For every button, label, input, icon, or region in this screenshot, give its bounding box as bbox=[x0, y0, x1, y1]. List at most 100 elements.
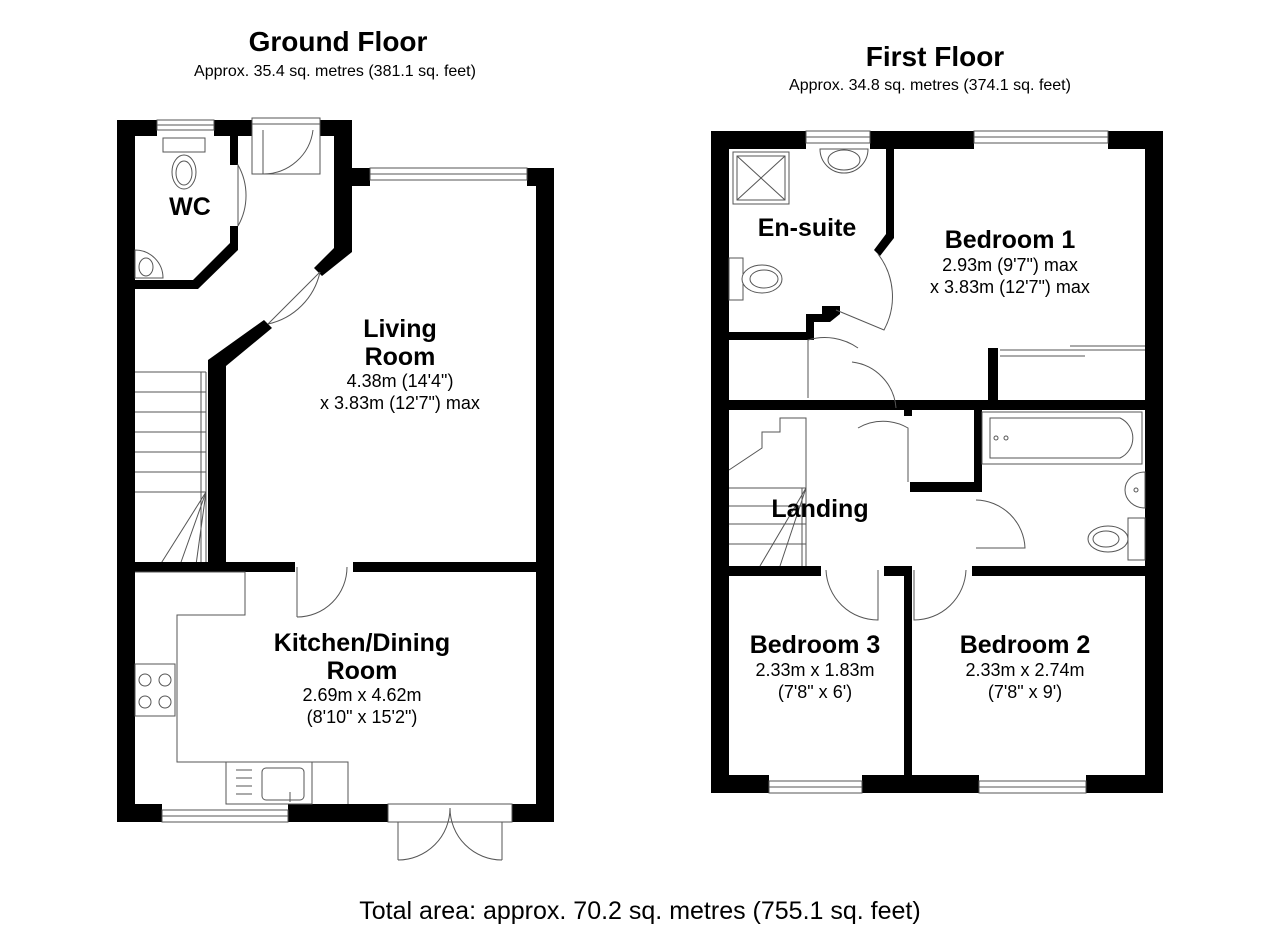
gf-living-door-swing bbox=[267, 271, 321, 325]
gf-wall-top-wc bbox=[117, 120, 157, 136]
bedroom3-dimensions: 2.33m x 1.83m (7'8" x 6') bbox=[730, 659, 900, 703]
living-room-name-line2: Room bbox=[364, 343, 436, 371]
bedroom3-label: Bedroom 3 bbox=[749, 631, 881, 659]
ff-bedrooms-wall-mid bbox=[884, 566, 912, 576]
gf-hall-wall-diagonal bbox=[314, 186, 352, 276]
wc-label: WC bbox=[169, 193, 211, 221]
ff-bedrooms-wall-right bbox=[972, 566, 1163, 576]
ff-bath bbox=[981, 411, 1143, 465]
ff-shower-tray bbox=[732, 151, 790, 205]
gf-kitchen-door bbox=[296, 566, 348, 618]
living-room-dim-line1: 4.38m (14'4") bbox=[346, 371, 454, 391]
first-floor-plan bbox=[711, 130, 1163, 794]
gf-living-wall-left bbox=[208, 320, 272, 565]
bedroom2-dim-line2: (7'8" x 9') bbox=[987, 682, 1063, 702]
bedroom2-label: Bedroom 2 bbox=[959, 631, 1091, 659]
gf-divider-wall-right bbox=[353, 562, 554, 572]
ff-bedrooms-wall-left bbox=[711, 566, 821, 576]
first-floor-title: First Floor bbox=[865, 41, 1005, 72]
ff-cupboard-door bbox=[807, 337, 859, 398]
gf-kitchen-units bbox=[135, 571, 349, 804]
living-room-dimensions: 4.38m (14'4") x 3.83m (12'7") max bbox=[270, 370, 530, 414]
ff-cupboard-wall bbox=[729, 400, 919, 410]
ff-wall-top-mid bbox=[870, 131, 974, 149]
gf-window-kitchen bbox=[161, 809, 289, 823]
kitchen-name-line2: Room bbox=[326, 657, 398, 685]
gf-front-door bbox=[251, 117, 321, 175]
ff-airing-door bbox=[857, 420, 909, 482]
ff-ensuite-toilet bbox=[728, 257, 783, 301]
landing-label: Landing bbox=[771, 495, 869, 523]
gf-staircase bbox=[135, 371, 207, 566]
ground-floor-title: Ground Floor bbox=[248, 26, 428, 57]
ensuite-label: En-suite bbox=[757, 214, 857, 242]
gf-wall-bottom-left bbox=[117, 804, 162, 822]
ff-wall-bottom-left bbox=[711, 775, 769, 793]
ff-wall-right bbox=[1145, 131, 1163, 793]
kitchen-label: Kitchen/Dining Room bbox=[242, 629, 482, 685]
ff-ensuite-door-swing bbox=[835, 253, 893, 331]
gf-french-doors bbox=[387, 803, 513, 861]
gf-sink bbox=[225, 761, 313, 805]
ff-wall-bottom-right bbox=[1086, 775, 1163, 793]
ff-bedroom1-wardrobe-wall bbox=[988, 348, 998, 410]
ff-ensuite-wall-bottom bbox=[729, 306, 840, 340]
ground-floor-area: Approx. 35.4 sq. metres (381.1 sq. feet) bbox=[194, 63, 476, 80]
gf-window-living bbox=[369, 167, 528, 181]
ff-bathroom-wall-bottom-l bbox=[910, 482, 982, 492]
gf-wall-bottom-mid bbox=[288, 804, 388, 822]
bedroom1-label: Bedroom 1 bbox=[944, 226, 1076, 254]
gf-living-door-leaf bbox=[267, 271, 321, 325]
gf-divider-wall-left bbox=[117, 562, 295, 572]
bedroom2-dimensions: 2.33m x 2.74m (7'8" x 9') bbox=[940, 659, 1110, 703]
bedroom1-dimensions: 2.93m (9'7") max x 3.83m (12'7") max bbox=[890, 254, 1130, 298]
gf-window-wc bbox=[156, 119, 215, 131]
ff-wall-bottom-mid bbox=[862, 775, 979, 793]
ff-window-bedroom3 bbox=[768, 780, 863, 794]
gf-wall-left bbox=[117, 120, 135, 822]
ff-staircase bbox=[728, 417, 807, 567]
bedroom2-dim-line1: 2.33m x 2.74m bbox=[965, 660, 1085, 680]
kitchen-dim-line2: (8'10" x 15'2") bbox=[306, 707, 418, 727]
bedroom1-dim-line2: x 3.83m (12'7") max bbox=[930, 277, 1090, 297]
gf-wc-toilet bbox=[162, 137, 206, 190]
ff-window-bedroom2 bbox=[978, 780, 1087, 794]
ff-bedroom1-bottom-wall bbox=[910, 400, 1163, 410]
living-room-name-line1: Living bbox=[363, 315, 437, 343]
kitchen-dim-line1: 2.69m x 4.62m bbox=[302, 685, 422, 705]
gf-hob bbox=[134, 663, 176, 717]
gf-wall-porch-right bbox=[334, 120, 352, 172]
ff-wall-top-left bbox=[711, 131, 806, 149]
ff-window-ensuite bbox=[805, 130, 871, 144]
ff-landing-door-b1 bbox=[851, 361, 897, 409]
bedroom1-dim-line1: 2.93m (9'7") max bbox=[942, 255, 1078, 275]
kitchen-dimensions: 2.69m x 4.62m (8'10" x 15'2") bbox=[262, 684, 462, 728]
ff-ensuite-wall-right bbox=[874, 131, 894, 256]
ff-wardrobe-doors bbox=[1000, 345, 1145, 357]
ff-bathroom-basin bbox=[1124, 471, 1146, 509]
ground-floor-plan bbox=[117, 117, 554, 861]
gf-wc-wall-right-lower bbox=[230, 226, 238, 236]
ff-bedroom2-door bbox=[913, 569, 967, 621]
living-room-dim-line2: x 3.83m (12'7") max bbox=[320, 393, 480, 413]
gf-wall-living-top bbox=[334, 168, 370, 186]
bedroom3-dim-line2: (7'8" x 6') bbox=[777, 682, 853, 702]
gf-wall-right bbox=[536, 168, 554, 822]
gf-wc-wall-diagonal bbox=[135, 232, 238, 289]
total-area: Total area: approx. 70.2 sq. metres (755… bbox=[359, 897, 921, 925]
bedroom3-dim-line1: 2.33m x 1.83m bbox=[755, 660, 875, 680]
gf-wc-door-swing bbox=[237, 163, 247, 227]
ff-bathroom-wall-left2 bbox=[904, 410, 912, 416]
ff-window-bedroom1 bbox=[973, 130, 1109, 144]
gf-wc-basin bbox=[134, 249, 164, 279]
ff-wall-left bbox=[711, 131, 729, 793]
ff-bedrooms-divider bbox=[904, 566, 912, 793]
living-room-label: Living Room bbox=[320, 315, 480, 371]
ff-bathroom-toilet bbox=[1087, 517, 1146, 561]
kitchen-name-line1: Kitchen/Dining bbox=[273, 629, 451, 657]
gf-wall-bottom-right bbox=[512, 804, 554, 822]
ff-ensuite-basin bbox=[819, 148, 869, 174]
first-floor-area: Approx. 34.8 sq. metres (374.1 sq. feet) bbox=[789, 77, 1071, 94]
ff-bathroom-wall-left bbox=[974, 400, 982, 490]
